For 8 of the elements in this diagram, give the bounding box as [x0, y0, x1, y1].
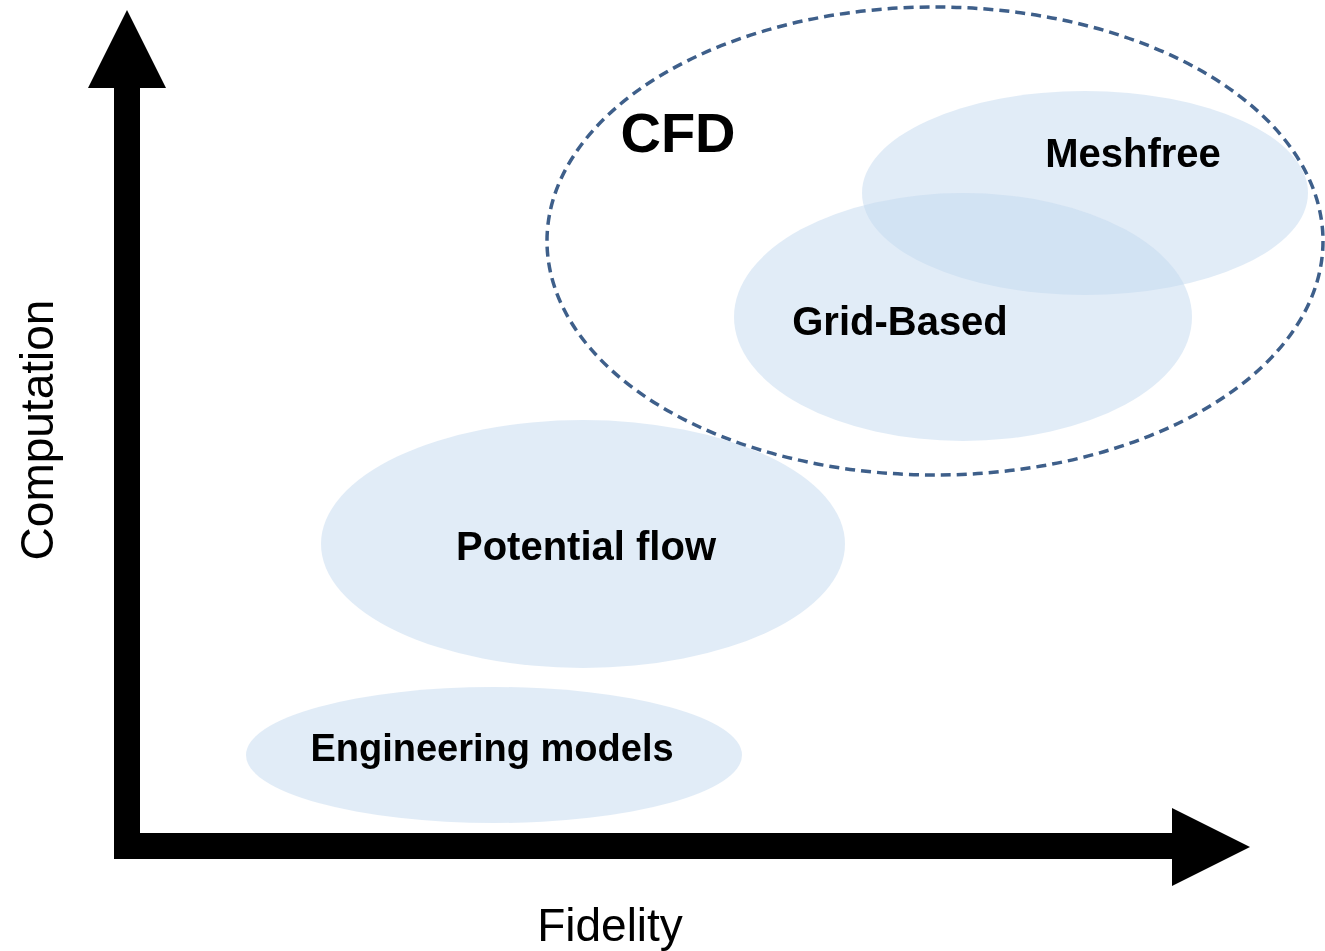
dashed-ellipse: [545, 5, 1325, 477]
node-label: Engineering models: [310, 726, 674, 770]
node-label: Grid-Based: [792, 298, 1008, 344]
node-label: CFD: [620, 99, 736, 165]
node-label: Potential flow: [456, 523, 716, 569]
node-label: Meshfree: [1045, 130, 1221, 176]
axis-label: Fidelity: [537, 898, 683, 951]
axis-label: Computation: [10, 299, 64, 561]
